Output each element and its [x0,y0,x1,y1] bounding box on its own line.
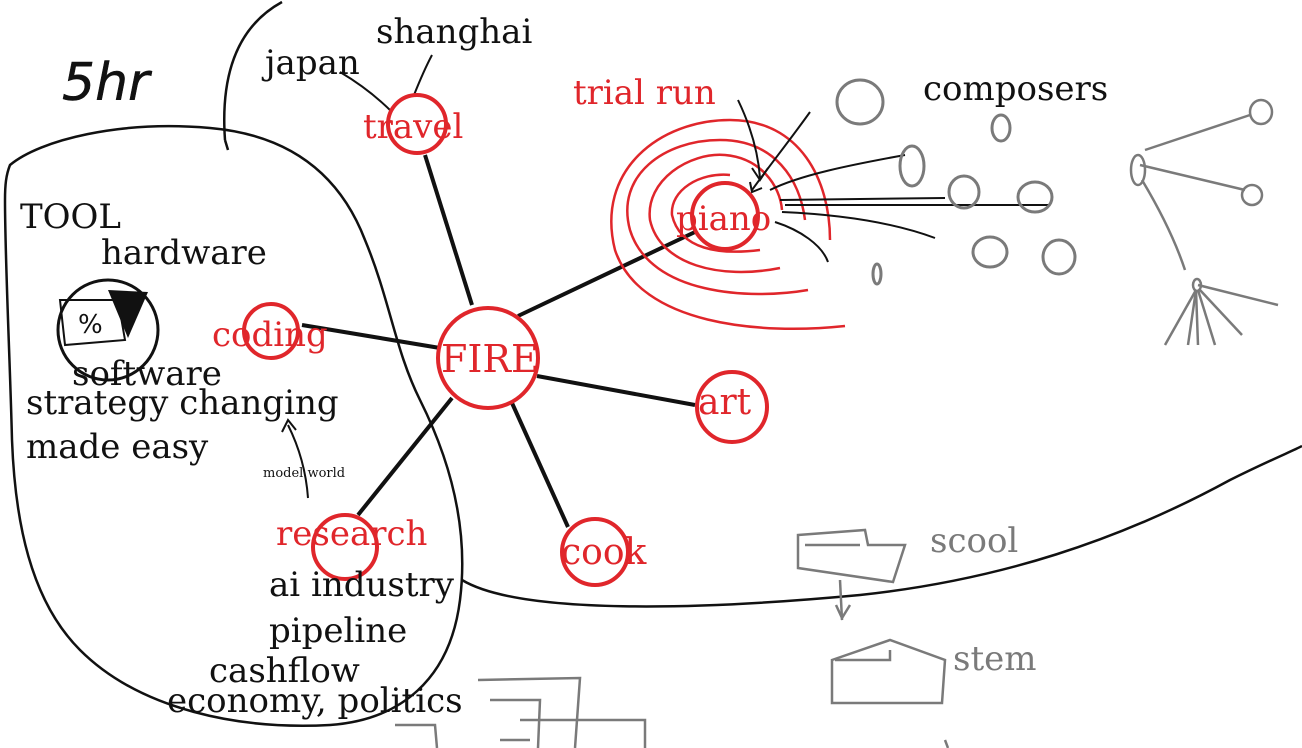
coding-label: coding [212,315,328,355]
node-circles [242,93,769,587]
coding-circle[interactable] [242,302,300,360]
model-world-label: model world [263,466,345,481]
connector-piano [517,230,696,318]
school-label: scool [930,521,1018,561]
trial-run-label: trial run [573,73,716,113]
piano-lines [737,99,1050,263]
pipeline-label: pipeline [269,611,407,651]
hub-circle[interactable] [436,306,540,410]
economy-label: economy, politics [167,681,463,721]
piano-circle[interactable] [690,181,760,251]
art-label: art [698,382,752,423]
ai-industry-label: ai industry [269,565,455,605]
model-world-arrow [281,418,309,499]
art-circle[interactable] [695,370,769,444]
connector-travel [423,154,474,306]
gray-boxes [395,528,950,748]
made-easy-label: made easy [26,427,209,467]
cook-label: cook [561,532,648,573]
shanghai-label: shanghai [376,12,532,52]
tool-pie-icon: % [56,278,160,382]
travel-label: travel [363,107,463,147]
connector-art [536,374,696,407]
big-outline-blob [223,0,1302,608]
hub-connectors [301,154,696,528]
stem-label: stem [953,639,1036,679]
research-label: research [276,514,427,554]
software-label: software [72,354,222,394]
hardware-label: hardware [101,233,267,273]
tool-title: TOOL [20,197,121,237]
hub-label: FIRE [441,337,539,381]
tool-blob [3,124,464,727]
travel-circle[interactable] [386,93,448,155]
handwritten-note: 5hr [62,53,153,113]
composers-label: composers [923,69,1108,109]
connector-coding [301,323,441,350]
japan-label: japan [261,43,360,83]
tool-percent-symbol: % [78,310,103,340]
gray-sketch-right [1129,98,1279,346]
connector-research [356,396,454,517]
piano-label: piano [676,199,771,239]
travel-sub-lines [339,54,433,113]
cook-circle[interactable] [560,517,630,587]
research-circle[interactable] [311,513,379,581]
strategy-label: strategy changing [26,383,339,423]
composer-ovals [835,78,1077,286]
cashflow-label: cashflow [209,651,360,691]
connector-cook [510,402,570,528]
